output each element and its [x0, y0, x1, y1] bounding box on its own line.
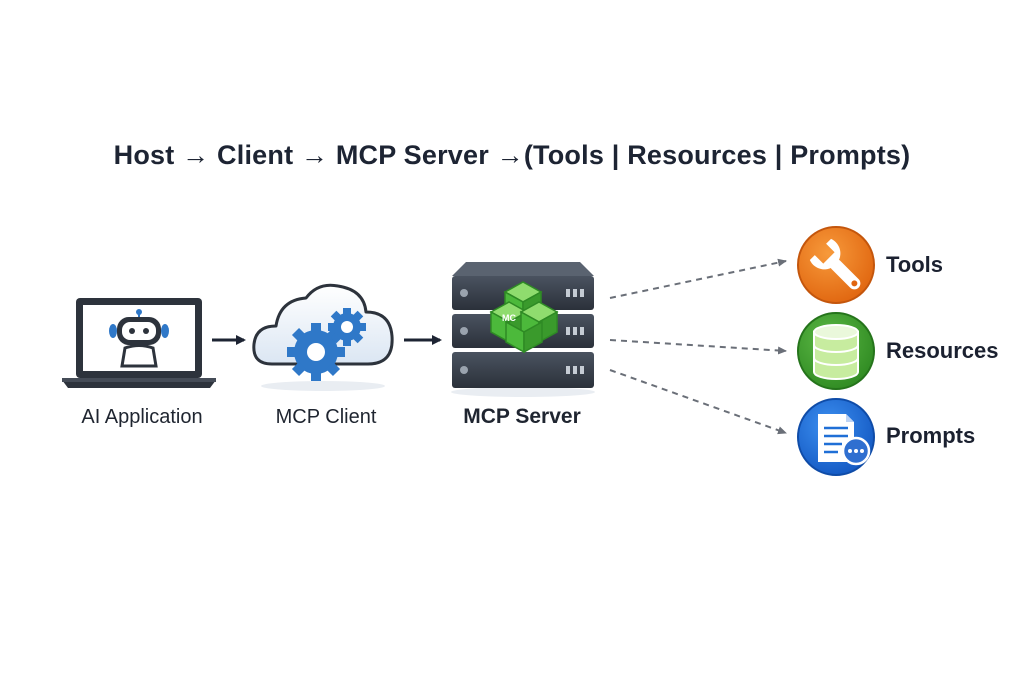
cloud-gear-icon	[252, 283, 394, 391]
dashed-arrow-prompts	[609, 369, 787, 435]
server-rack-icon: MC	[451, 262, 595, 397]
mcp-client-label: MCP Client	[275, 406, 377, 428]
diagram-title: Host → Client → MCP Server →(Tools | Res…	[113, 140, 911, 170]
document-chat-icon	[797, 398, 875, 476]
prompts-label: Prompts	[886, 423, 976, 448]
mcp-server-label: MCP Server	[463, 405, 581, 428]
server-badge: MC	[502, 313, 516, 323]
wrench-icon	[797, 226, 875, 304]
tools-label: Tools	[886, 252, 944, 277]
ai-application-label: AI Application	[81, 406, 203, 428]
database-icon	[797, 312, 875, 390]
resources-label: Resources	[886, 338, 999, 363]
laptop-robot-icon	[62, 298, 216, 388]
dashed-arrow-resources	[609, 339, 787, 355]
dashed-arrow-tools	[609, 258, 787, 299]
cube-cluster-icon	[489, 281, 559, 354]
